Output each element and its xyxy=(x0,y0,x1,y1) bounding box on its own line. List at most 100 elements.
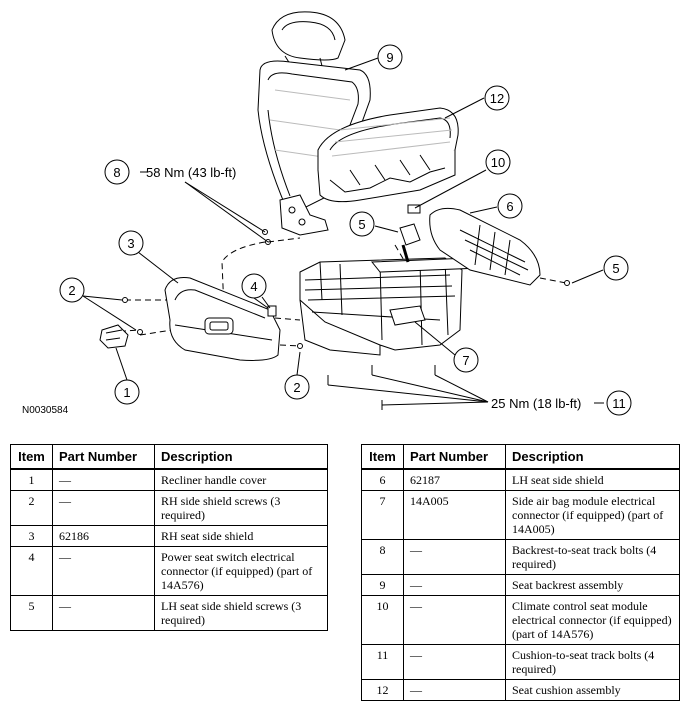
part-cell: 14A005 xyxy=(403,490,506,540)
seat-track-frame xyxy=(299,257,482,410)
header-description: Description xyxy=(154,444,328,470)
table-row: 8 — Backrest-to-seat track bolts (4 requ… xyxy=(361,539,680,575)
svg-text:2: 2 xyxy=(293,380,300,395)
part-cell: — xyxy=(52,490,155,526)
parts-table-right: Item Part Number Description 6 62187 LH … xyxy=(361,444,680,701)
seat-exploded-diagram: 1 2 2 3 4 5 5 6 7 8 9 10 xyxy=(59,11,632,416)
item-cell: 7 xyxy=(361,490,404,540)
desc-cell: Recliner handle cover xyxy=(154,468,328,491)
recliner-handle-cover xyxy=(99,324,129,349)
table-row: 9 — Seat backrest assembly xyxy=(361,574,680,596)
part-cell: — xyxy=(52,546,155,596)
item-cell: 1 xyxy=(10,468,53,491)
desc-cell: Seat backrest assembly xyxy=(505,574,680,596)
svg-text:1: 1 xyxy=(123,385,130,400)
callout-12: 12 xyxy=(484,85,510,111)
part-cell: — xyxy=(403,595,506,645)
svg-text:12: 12 xyxy=(490,91,504,106)
part-cell: 62187 xyxy=(403,468,506,491)
header-description: Description xyxy=(505,444,680,470)
part-cell: — xyxy=(403,644,506,680)
table-row: 12 — Seat cushion assembly xyxy=(361,679,680,701)
item-cell: 10 xyxy=(361,595,404,645)
item-cell: 11 xyxy=(361,644,404,680)
svg-text:3: 3 xyxy=(127,236,134,251)
svg-text:4: 4 xyxy=(250,279,257,294)
svg-text:2: 2 xyxy=(68,283,75,298)
item-cell: 6 xyxy=(361,468,404,491)
desc-cell: RH seat side shield xyxy=(154,525,328,547)
item-cell: 2 xyxy=(10,490,53,526)
climate-control-connector xyxy=(407,169,487,214)
svg-text:5: 5 xyxy=(358,217,365,232)
desc-cell: LH seat side shield xyxy=(505,468,680,491)
part-cell: 62186 xyxy=(52,525,155,547)
seat-backrest-assembly xyxy=(257,11,371,211)
callout-3: 3 xyxy=(118,230,144,256)
svg-text:8: 8 xyxy=(113,165,120,180)
callout-1: 1 xyxy=(114,379,140,405)
callout-5b: 5 xyxy=(603,255,629,281)
part-cell: — xyxy=(52,468,155,491)
table-row: 11 — Cushion-to-seat track bolts (4 requ… xyxy=(361,644,680,680)
part-cell: — xyxy=(403,539,506,575)
desc-cell: Cushion-to-seat track bolts (4 required) xyxy=(505,644,680,680)
callout-8-leaders xyxy=(140,171,269,243)
callout-4: 4 xyxy=(241,273,267,299)
svg-text:11: 11 xyxy=(612,396,626,411)
item-cell: 4 xyxy=(10,546,53,596)
desc-cell: RH side shield screws (3 required) xyxy=(154,490,328,526)
callout-9: 9 xyxy=(377,44,403,70)
callout-8: 8 xyxy=(104,159,130,185)
parts-table-left: Item Part Number Description 1 — Recline… xyxy=(10,444,328,631)
table-row: 10 — Climate control seat module electri… xyxy=(361,595,680,645)
svg-text:5: 5 xyxy=(612,261,619,276)
header-part-number: Part Number xyxy=(403,444,506,470)
svg-text:6: 6 xyxy=(506,199,513,214)
header-part-number: Part Number xyxy=(52,444,155,470)
callout-11: 11 xyxy=(606,390,632,416)
callout-2a: 2 xyxy=(59,277,85,303)
backrest-bracket xyxy=(262,194,329,245)
callout-7: 7 xyxy=(453,347,479,373)
header-item: Item xyxy=(10,444,53,470)
table-row: 2 — RH side shield screws (3 required) xyxy=(10,490,328,526)
table-row: 7 14A005 Side air bag module electrical … xyxy=(361,490,680,540)
item-cell: 5 xyxy=(10,595,53,631)
part-cell: — xyxy=(403,574,506,596)
seat-cushion-assembly xyxy=(317,107,459,203)
table-row: 3 62186 RH seat side shield xyxy=(10,525,328,547)
callout-6: 6 xyxy=(497,193,523,219)
table-row: 5 — LH seat side shield screws (3 requir… xyxy=(10,595,328,631)
lh-side-shield-screw xyxy=(374,223,421,263)
torque-label-8: 58 Nm (43 lb-ft) xyxy=(146,165,236,180)
item-cell: 3 xyxy=(10,525,53,547)
rh-seat-side-shield xyxy=(122,277,303,361)
callout-10: 10 xyxy=(485,149,511,175)
power-seat-switch-connector xyxy=(261,296,277,317)
table-row: 4 — Power seat switch electrical connect… xyxy=(10,546,328,596)
desc-cell: Backrest-to-seat track bolts (4 required… xyxy=(505,539,680,575)
callout-5a: 5 xyxy=(349,211,375,237)
desc-cell: Power seat switch electrical connector (… xyxy=(154,546,328,596)
desc-cell: Side air bag module electrical connector… xyxy=(505,490,680,540)
svg-text:10: 10 xyxy=(491,155,505,170)
part-cell: — xyxy=(403,679,506,701)
desc-cell: Climate control seat module electrical c… xyxy=(505,595,680,645)
desc-cell: Seat cushion assembly xyxy=(505,679,680,701)
figure-id: N0030584 xyxy=(22,405,69,416)
table-row: 1 — Recliner handle cover xyxy=(10,468,328,491)
desc-cell: LH seat side shield screws (3 required) xyxy=(154,595,328,631)
callout-2b: 2 xyxy=(284,374,310,400)
callout-leaders xyxy=(82,57,604,406)
part-cell: — xyxy=(52,595,155,631)
dashed-guide-lines xyxy=(109,237,567,347)
lh-seat-side-shield xyxy=(429,207,570,286)
svg-text:7: 7 xyxy=(462,353,469,368)
table-row: 6 62187 LH seat side shield xyxy=(361,468,680,491)
item-cell: 9 xyxy=(361,574,404,596)
item-cell: 12 xyxy=(361,679,404,701)
header-item: Item xyxy=(361,444,404,470)
item-cell: 8 xyxy=(361,539,404,575)
svg-text:9: 9 xyxy=(386,50,393,65)
